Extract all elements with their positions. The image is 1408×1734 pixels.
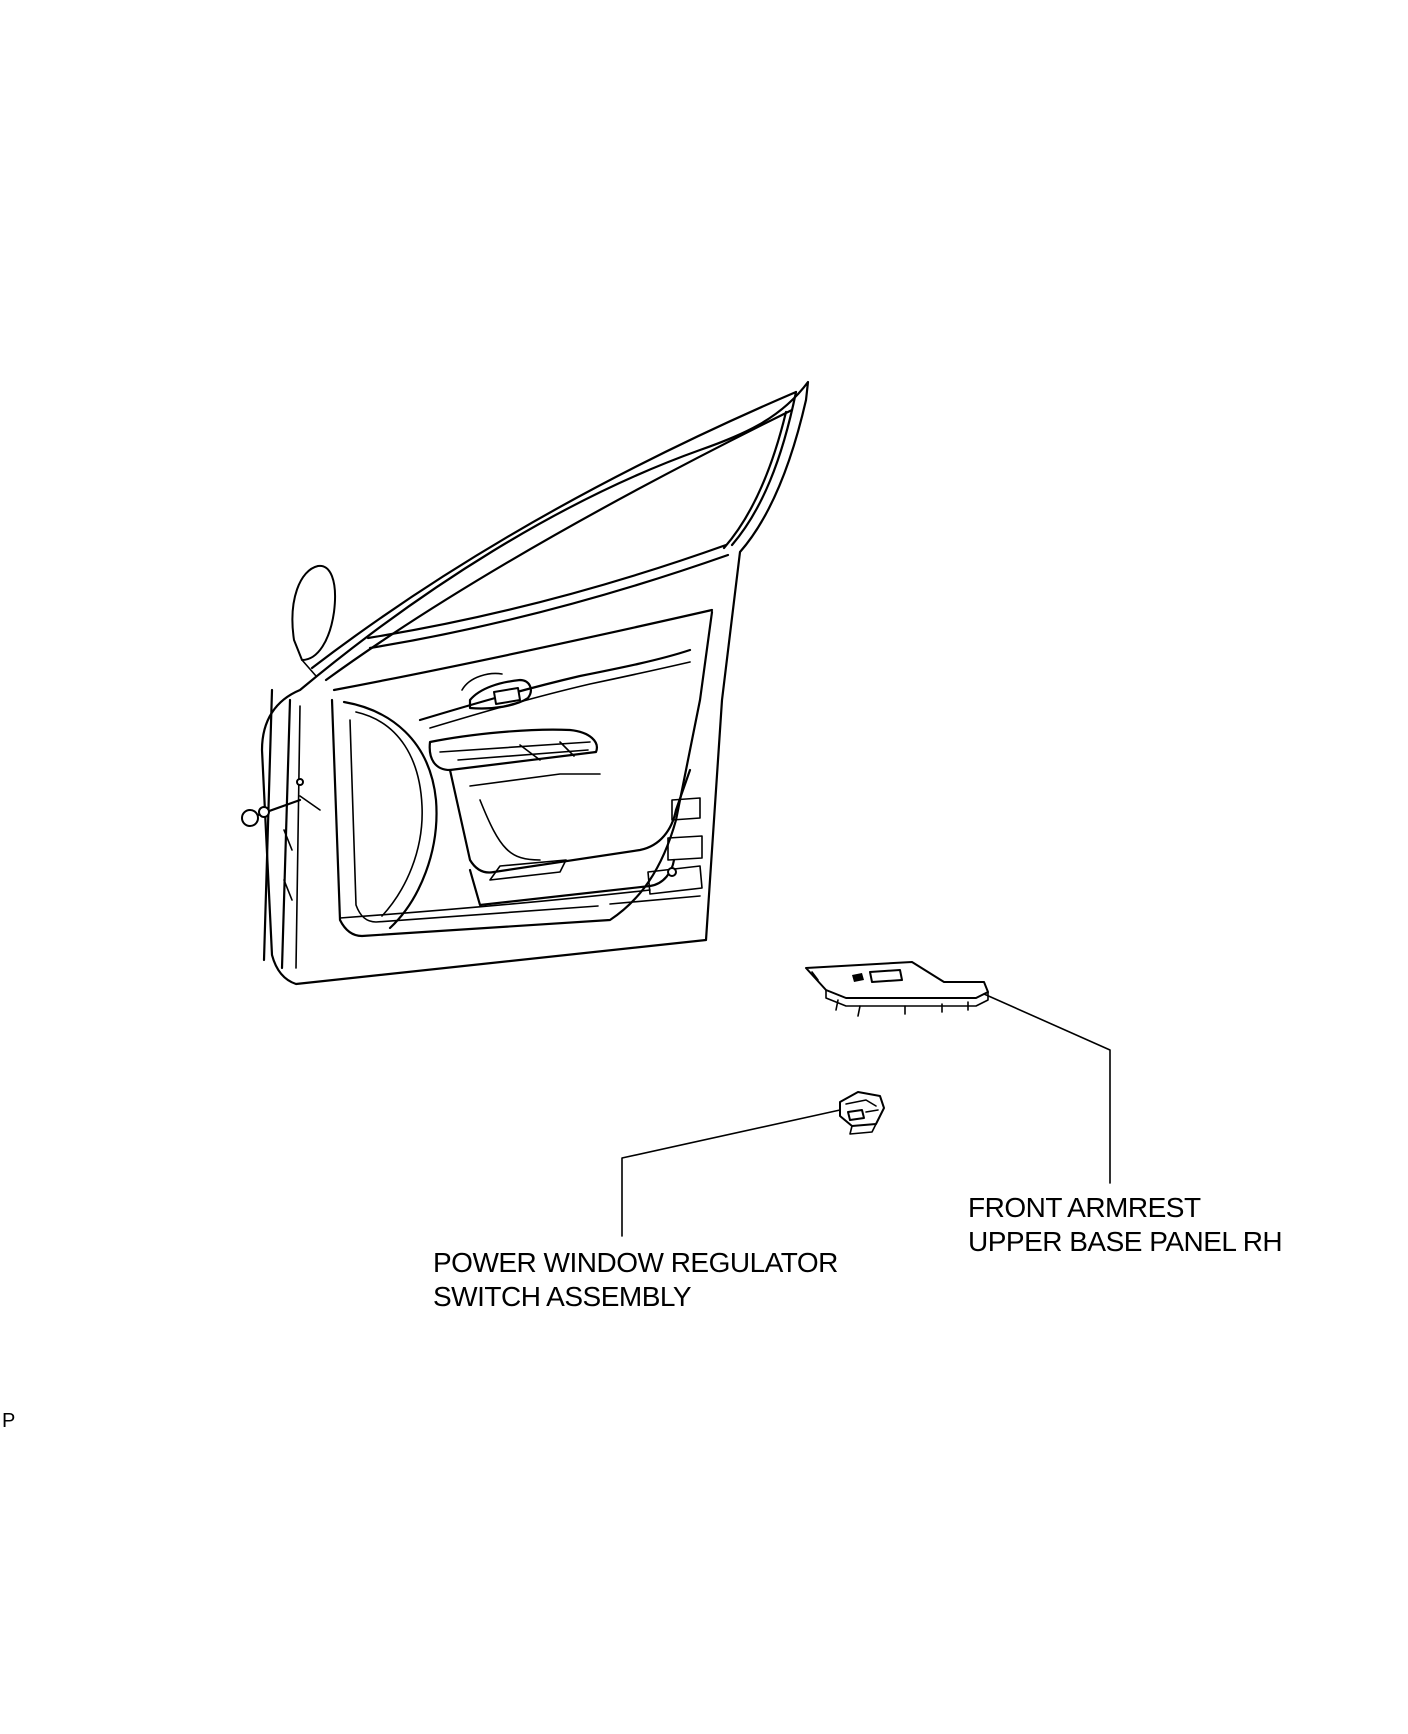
- callout-line: POWER WINDOW REGULATOR: [433, 1247, 838, 1278]
- leader-line-panel: [983, 993, 1111, 1184]
- callout-line: FRONT ARMREST: [968, 1192, 1201, 1223]
- corner-mark: P: [2, 1410, 16, 1432]
- leader-line-switch: [621, 1109, 841, 1237]
- callout-label-armrest-panel: FRONT ARMREST UPPER BASE PANEL RH: [968, 1191, 1283, 1259]
- front-armrest-upper-base-panel-part: [805, 961, 989, 1017]
- power-window-regulator-switch-part: [839, 1091, 885, 1135]
- callout-line: SWITCH ASSEMBLY: [433, 1281, 692, 1312]
- callout-label-power-window-switch: POWER WINDOW REGULATOR SWITCH ASSEMBLY: [433, 1246, 838, 1314]
- front-door-trim-assembly: [241, 380, 810, 986]
- callout-line: UPPER BASE PANEL RH: [968, 1226, 1283, 1257]
